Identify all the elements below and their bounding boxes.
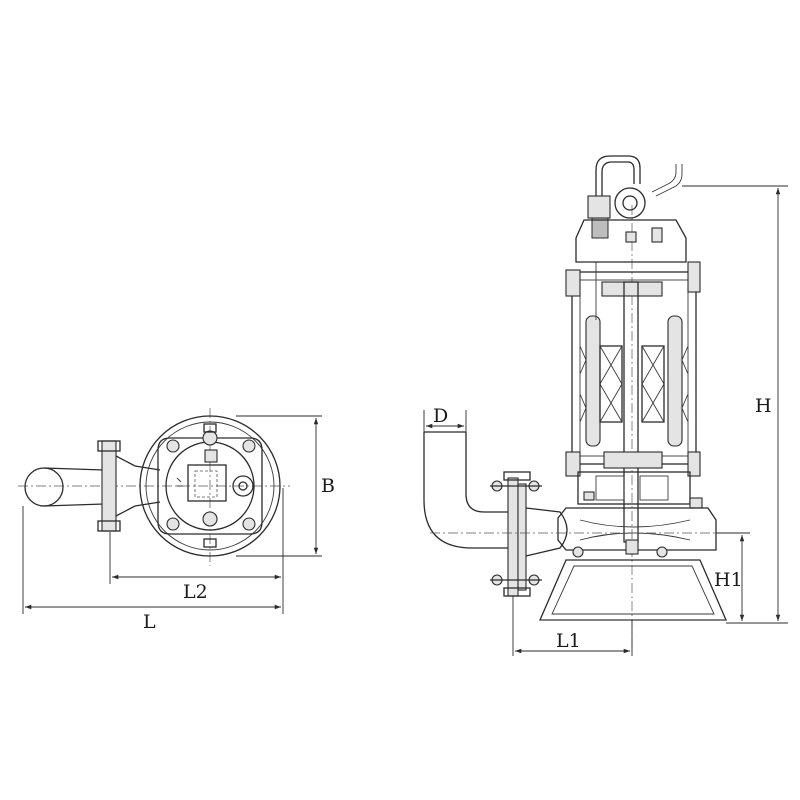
upper-bearing [601, 281, 663, 297]
impeller-top [579, 519, 691, 528]
outlet-flange [101, 440, 117, 532]
casing-inner-ring [145, 421, 275, 551]
winding-hatch-left [579, 345, 587, 423]
impeller-nut [625, 539, 639, 555]
housing-flange-left-bottom [565, 451, 581, 477]
stator-coil-right [667, 315, 683, 447]
casing-bolt-left [572, 546, 584, 558]
cable-end-1 [651, 164, 677, 193]
power-cable [595, 155, 641, 196]
nut-bottom [202, 511, 218, 527]
flange-bolt-top [97, 440, 121, 452]
lug-top-right [242, 439, 256, 453]
neck-bottom [115, 505, 136, 517]
neck-top [115, 455, 136, 467]
stator-left [599, 345, 623, 423]
lug-bottom-left [166, 517, 180, 531]
cable-end-2 [655, 164, 683, 197]
housing-flange-right-top [687, 261, 701, 293]
motor-shaft [623, 281, 639, 543]
discharge-connector [525, 507, 568, 557]
outlet-pipe-bottom [43, 503, 105, 507]
oil-bolt-right [689, 497, 703, 509]
lifting-eye-front-inner [622, 195, 638, 211]
seal-right [639, 475, 669, 501]
pump-casing [557, 507, 717, 551]
power-cable-inner [601, 161, 635, 196]
flange-bolt-bottom [97, 520, 121, 532]
h-label: H [755, 395, 772, 417]
oil-chamber [577, 471, 691, 505]
outlet-ball-end [24, 467, 64, 507]
casing-outer [139, 415, 281, 557]
cap-bolt-left [625, 231, 637, 243]
base-stand-inner [551, 565, 715, 615]
top-view: B L2 L [18, 408, 335, 633]
lug-top-left [166, 439, 180, 453]
stator-left-hatch [599, 345, 623, 423]
flange-cap-bottom [503, 587, 531, 597]
nut-top [202, 430, 218, 446]
housing-flange-left-top [565, 269, 581, 297]
neck-bottom2 [134, 501, 161, 507]
motor-top-cap [575, 219, 687, 263]
l-label: L [143, 611, 156, 633]
nut-bottom-cap [203, 538, 217, 548]
flange-cap-top [503, 471, 531, 481]
discharge-flange-2 [517, 483, 527, 591]
lower-bearing [603, 451, 663, 469]
front-view: D H H1 L1 [423, 155, 788, 656]
base-stand [539, 559, 727, 621]
junction-box [187, 464, 227, 502]
b-label: B [321, 475, 335, 497]
cable-gland [587, 195, 611, 219]
mark-detail [176, 477, 183, 487]
lifting-eye-front [614, 187, 646, 219]
elbow-inner [465, 432, 508, 513]
seal-left [595, 475, 625, 501]
cap-bolt-right [651, 227, 663, 243]
winding-hatch-right [681, 345, 689, 423]
l1-label: L1 [556, 630, 581, 652]
d-label: D [433, 405, 448, 427]
casing-bolt-right [656, 546, 668, 558]
discharge-flange-1 [507, 477, 519, 597]
h1-label: H1 [714, 569, 743, 591]
stator-right [641, 345, 665, 423]
stator-coil-left [585, 315, 601, 447]
elbow-outer [423, 432, 508, 549]
lifting-eye-inner [238, 481, 248, 491]
junction-box-inner [194, 470, 218, 498]
motor-base-plate [157, 437, 263, 535]
l2-label: L2 [183, 581, 208, 603]
cable-gland-top [204, 449, 218, 463]
lug-bottom-right [242, 517, 256, 531]
oil-bolt-left [583, 491, 595, 501]
impeller-bottom [579, 532, 691, 541]
lifting-eye [232, 475, 254, 497]
neck-top2 [134, 465, 161, 471]
outlet-pipe-top [43, 467, 105, 471]
housing-flange-right-bottom [687, 451, 701, 477]
stator-right-hatch [641, 345, 665, 423]
nut-top-cap [203, 423, 217, 433]
cable-gland-body [591, 217, 609, 239]
